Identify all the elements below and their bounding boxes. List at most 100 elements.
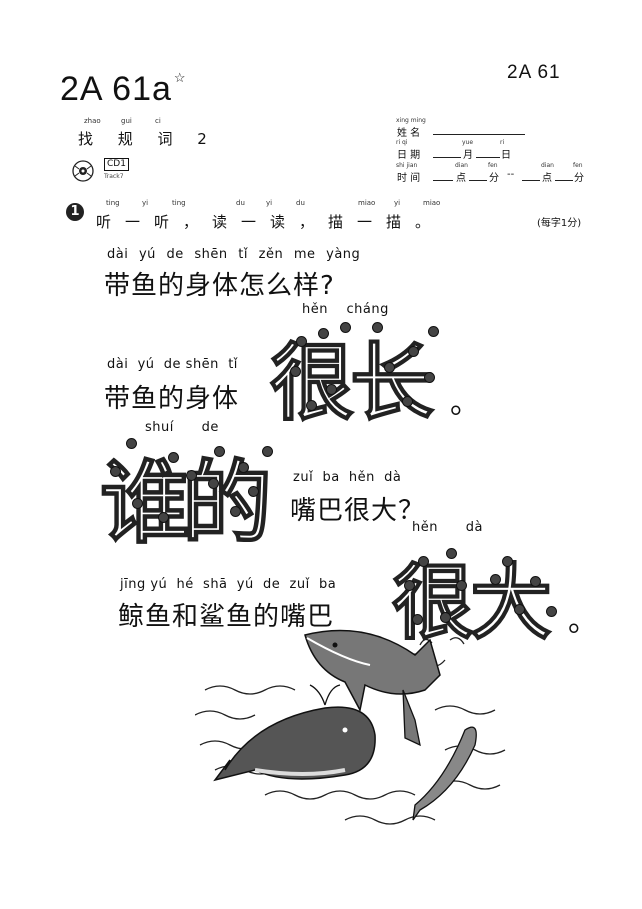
trace-start-dot bbox=[208, 478, 219, 489]
line4-period: 。 bbox=[568, 604, 599, 639]
trace-start-dot bbox=[110, 466, 121, 477]
trace-start-dot bbox=[530, 576, 541, 587]
trace-start-dot bbox=[168, 452, 179, 463]
shark-icon bbox=[304, 629, 441, 747]
day-field[interactable] bbox=[476, 157, 500, 158]
trace-start-dot bbox=[412, 614, 423, 625]
instr-pinyin-5: yi bbox=[266, 199, 273, 207]
line4-text: 鲸鱼和鲨鱼的嘴巴 bbox=[118, 602, 335, 632]
fen-label-1: 分 bbox=[489, 173, 499, 184]
line2-period: 。 bbox=[450, 386, 481, 421]
line2-pinyin: dài yú de shēn tǐ bbox=[107, 357, 238, 372]
trace-start-dot bbox=[230, 506, 241, 517]
line2-trace-chars[interactable]: 很长 bbox=[269, 332, 435, 433]
trace-start-dot bbox=[446, 548, 457, 559]
line4-trace-chars[interactable]: 很大 bbox=[391, 554, 553, 652]
line3-trace-pinyin: shuí de bbox=[145, 420, 219, 435]
instr-pinyin-6: du bbox=[296, 199, 305, 207]
worksheet-code: 2A 61a☆ bbox=[60, 70, 187, 108]
trace-start-dot bbox=[428, 326, 439, 337]
trace-start-dot bbox=[404, 580, 415, 591]
dian-pinyin-1: dian bbox=[455, 162, 468, 169]
dian-label-2: 点 bbox=[542, 173, 552, 184]
cd-track: Track7 bbox=[104, 173, 124, 180]
trace-start-dot bbox=[318, 328, 329, 339]
instr-pinyin-3: ting bbox=[172, 199, 186, 207]
line3-text: 嘴巴很大？ bbox=[290, 496, 426, 526]
line2-text: 带鱼的身体 bbox=[104, 384, 240, 414]
whale-icon bbox=[213, 684, 376, 782]
fen-label-2: 分 bbox=[574, 173, 584, 184]
name-field[interactable] bbox=[433, 134, 525, 135]
line1-pinyin: dài yú de shēn tǐ zěn me yàng bbox=[107, 247, 361, 262]
score-note: (每字1分) bbox=[537, 218, 582, 229]
corner-code: 2A 61 bbox=[507, 62, 561, 83]
star-icon: ☆ bbox=[173, 70, 187, 85]
time-dash: -- bbox=[507, 169, 515, 180]
fen-pinyin-2: fen bbox=[573, 162, 583, 169]
trace-start-dot bbox=[402, 396, 413, 407]
trace-start-dot bbox=[296, 336, 307, 347]
trace-start-dot bbox=[340, 322, 351, 333]
trace-start-dot bbox=[214, 446, 225, 457]
instr-pinyin-2: yi bbox=[142, 199, 149, 207]
line3-pinyin: zuǐ ba hěn dà bbox=[293, 470, 402, 485]
lesson-title: 找 规 词 2 bbox=[78, 130, 217, 148]
trace-start-dot bbox=[502, 556, 513, 567]
trace-start-dot bbox=[238, 462, 249, 473]
trace-start-dot bbox=[290, 366, 301, 377]
start-minute-field[interactable] bbox=[469, 180, 487, 181]
trace-start-dot bbox=[424, 372, 435, 383]
trace-start-dot bbox=[384, 362, 395, 373]
end-hour-field[interactable] bbox=[522, 180, 540, 181]
instr-pinyin-7: miao bbox=[358, 199, 376, 207]
whale-shark-fish-illustration bbox=[195, 629, 506, 825]
fen-pinyin-1: fen bbox=[488, 162, 498, 169]
trace-start-dot bbox=[546, 606, 557, 617]
cd-label: CD1 bbox=[104, 158, 129, 171]
day-label: 日 bbox=[501, 150, 511, 161]
lesson-pinyin-3: ci bbox=[155, 117, 161, 125]
name-label: 姓 名 bbox=[397, 128, 421, 139]
instr-pinyin-1: ting bbox=[106, 199, 120, 207]
trace-start-dot bbox=[158, 512, 169, 523]
trace-start-dot bbox=[326, 384, 337, 395]
trace-start-dot bbox=[514, 604, 525, 615]
line4-trace-pinyin: hěn dà bbox=[412, 520, 483, 535]
line2-trace-pinyin: hěn cháng bbox=[302, 302, 389, 317]
exercise-instruction: 听一听，读一读，描一描。 bbox=[96, 213, 445, 231]
dian-pinyin-2: dian bbox=[541, 162, 554, 169]
end-minute-field[interactable] bbox=[555, 180, 573, 181]
instr-pinyin-9: miao bbox=[423, 199, 441, 207]
trace-start-dot bbox=[440, 612, 451, 623]
trace-start-dot bbox=[490, 574, 501, 585]
month-label: 月 bbox=[463, 150, 473, 161]
date-label: 日 期 bbox=[397, 150, 421, 161]
trace-start-dot bbox=[186, 470, 197, 481]
line3-trace-chars[interactable]: 谁的 bbox=[99, 449, 273, 557]
start-hour-field[interactable] bbox=[433, 180, 453, 181]
name-pinyin: xing ming bbox=[396, 117, 426, 124]
fish-icon bbox=[412, 726, 477, 821]
lesson-pinyin-2: gui bbox=[121, 117, 132, 125]
instr-pinyin-4: du bbox=[236, 199, 245, 207]
dian-label-1: 点 bbox=[456, 173, 466, 184]
trace-start-dot bbox=[248, 486, 259, 497]
month-field[interactable] bbox=[433, 157, 461, 158]
trace-start-dot bbox=[418, 556, 429, 567]
trace-start-dot bbox=[126, 438, 137, 449]
trace-start-dot bbox=[372, 322, 383, 333]
trace-start-dot bbox=[408, 346, 419, 357]
exercise-number: 1 bbox=[66, 203, 84, 221]
line1-text: 带鱼的身体怎么样? bbox=[104, 271, 335, 301]
instr-pinyin-8: yi bbox=[394, 199, 401, 207]
month-pinyin: yue bbox=[462, 139, 474, 146]
date-pinyin: ri qi bbox=[396, 139, 408, 146]
day-pinyin: ri bbox=[500, 139, 505, 146]
trace-start-dot bbox=[262, 446, 273, 457]
time-pinyin: shi jian bbox=[396, 162, 418, 169]
lesson-pinyin-1: zhao bbox=[84, 117, 101, 125]
cd-icon bbox=[72, 160, 94, 182]
time-label: 时 间 bbox=[397, 173, 421, 184]
trace-start-dot bbox=[306, 400, 317, 411]
